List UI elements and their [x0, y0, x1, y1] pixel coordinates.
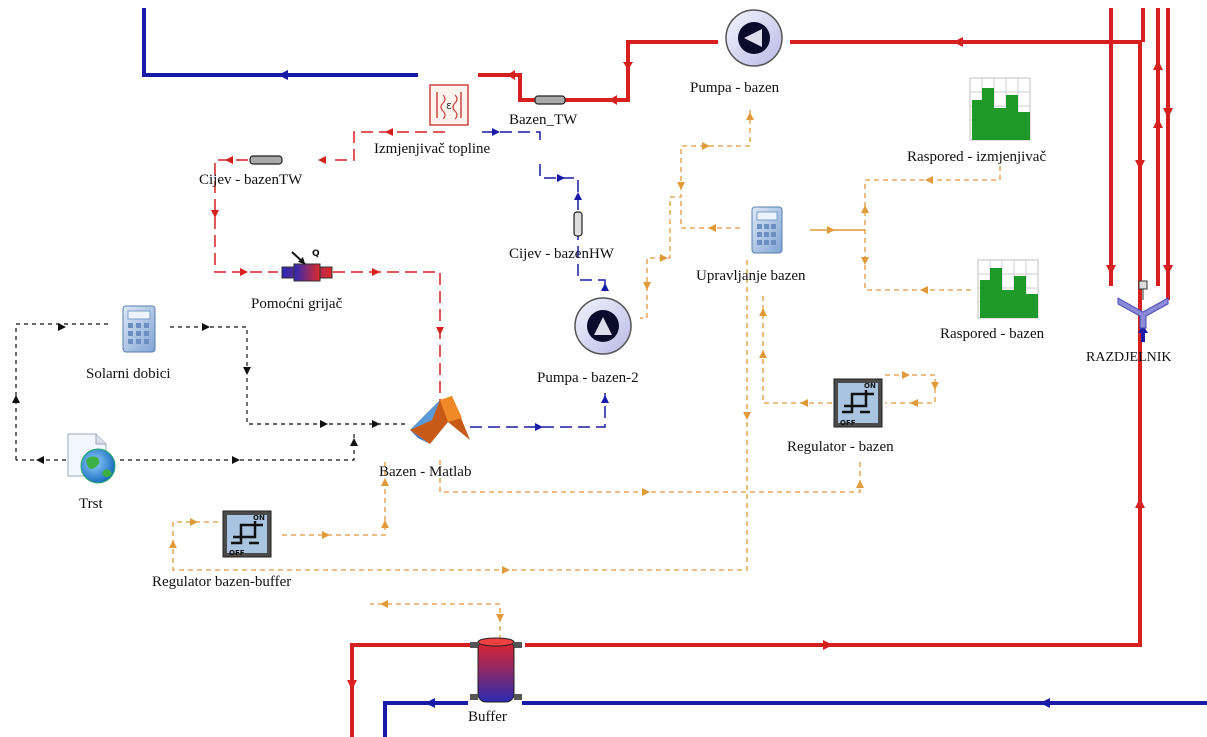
label-bazen-tw: Bazen_TW [509, 112, 578, 128]
label-cijev-bazentw: Cijev - bazenTW [199, 172, 303, 188]
matlab-icon[interactable] [410, 396, 470, 444]
hot-arrows [347, 37, 1173, 690]
hot-dashed-loop [214, 131, 445, 410]
calculator-icon[interactable] [122, 305, 156, 353]
ctrl-on-label: ON [864, 382, 876, 390]
label-cijev-bazenhw: Cijev - bazenHW [509, 246, 614, 262]
heater-q-label: Q [312, 249, 320, 259]
cold-main-loop [142, 8, 1207, 737]
pipe-icon[interactable] [573, 211, 583, 237]
on-off-controller-icon[interactable]: ON OFF [222, 510, 272, 558]
ctrl-on-label: ON [253, 514, 265, 522]
pump-icon[interactable] [725, 9, 783, 67]
label-bazen-matlab: Bazen - Matlab [379, 464, 472, 480]
label-pumpa-bazen-2: Pumpa - bazen-2 [537, 370, 639, 386]
label-razdjelnik: RAZDJELNIK [1086, 350, 1172, 365]
hot-main-loop [350, 8, 1170, 737]
label-pomocni-grijac: Pomoćni grijač [251, 296, 343, 312]
label-buffer: Buffer [468, 709, 507, 725]
label-solarni-dobici: Solarni dobici [86, 366, 171, 382]
ctrl-off-label: OFF [229, 549, 245, 557]
label-raspored-izmjenjivac: Raspored - izmjenjivač [907, 149, 1047, 165]
label-izmjenjivac-topline: Izmjenjivač topline [374, 141, 491, 157]
label-regulator-bazen: Regulator - bazen [787, 439, 894, 455]
label-trst: Trst [79, 496, 103, 512]
cold-dashed-loop [470, 131, 606, 428]
heat-exchanger-icon[interactable]: ε [429, 84, 469, 126]
cold-arrows [278, 70, 1148, 708]
pipe-icon[interactable] [534, 95, 566, 105]
label-regulator-bazen-buffer: Regulator bazen-buffer [152, 574, 292, 590]
hot-dashed-arrows [211, 128, 444, 335]
on-off-controller-icon[interactable]: ON OFF [833, 378, 883, 428]
label-upravljanje-bazen: Upravljanje bazen [696, 268, 806, 284]
control-arrows [169, 112, 939, 622]
calculator-icon[interactable] [751, 206, 783, 254]
bar-chart-icon[interactable] [969, 77, 1031, 141]
control-links [172, 110, 1001, 640]
bar-chart-icon[interactable] [977, 259, 1039, 319]
auxiliary-heater-icon[interactable]: Q [281, 249, 333, 282]
diverter-icon[interactable] [1117, 280, 1169, 329]
weather-arrows [12, 323, 380, 464]
pipe-icon[interactable] [249, 155, 283, 165]
storage-tank-icon[interactable] [470, 637, 522, 703]
ctrl-off-label: OFF [840, 419, 856, 427]
weather-file-icon[interactable] [67, 433, 116, 484]
cold-dashed-arrows [492, 128, 609, 431]
label-raspored-bazen: Raspored - bazen [940, 326, 1045, 342]
hx-epsilon: ε [446, 99, 452, 112]
pump-icon[interactable] [574, 297, 632, 355]
label-pumpa-bazen: Pumpa - bazen [690, 80, 780, 96]
